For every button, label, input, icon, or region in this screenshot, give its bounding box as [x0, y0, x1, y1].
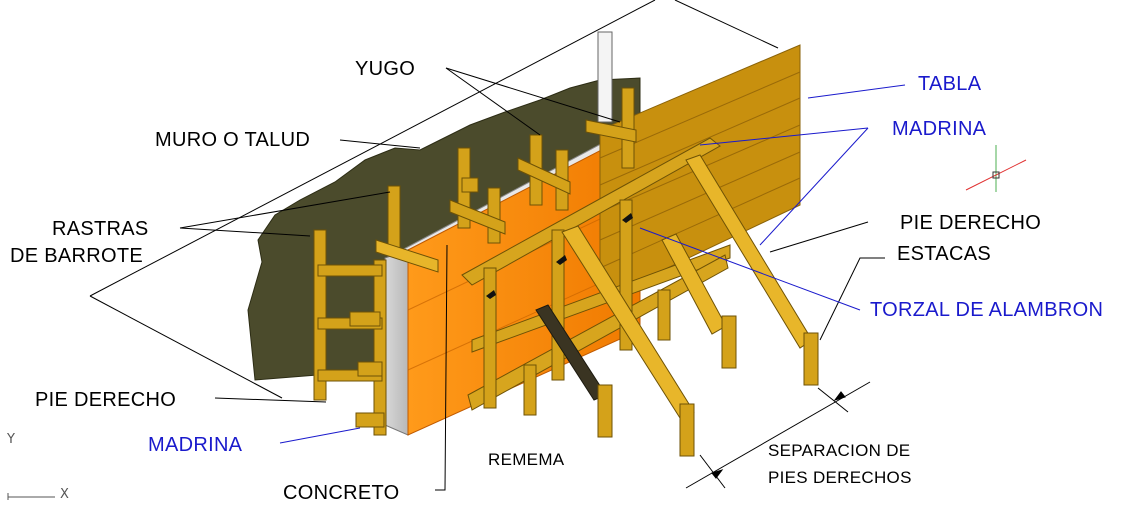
label-madrina-right: MADRINA — [892, 118, 987, 140]
label-rastras-1: RASTRAS — [52, 218, 149, 240]
label-separacion-2: PIES DERECHOS — [768, 468, 912, 487]
label-yugo: YUGO — [355, 58, 416, 80]
label-estacas: ESTACAS — [897, 243, 991, 265]
label-pie-derecho-right: PIE DERECHO — [900, 212, 1042, 234]
label-pie-derecho-left: PIE DERECHO — [35, 389, 177, 411]
leader-lines — [179, 67, 885, 491]
stakes — [597, 315, 819, 457]
ucs-axis-icon — [7, 493, 55, 500]
ucs-x-label: X — [60, 487, 69, 502]
label-muro-o-talud: MURO O TALUD — [155, 129, 311, 151]
label-concreto: CONCRETO — [283, 482, 400, 504]
label-madrina-left: MADRINA — [148, 434, 243, 456]
perspective-frame — [89, 0, 779, 399]
wire-ties — [486, 213, 633, 299]
braces — [561, 154, 813, 419]
top-ledge — [375, 239, 439, 273]
ucs-cursor — [965, 145, 1027, 192]
label-remema: REMEMA — [488, 450, 565, 469]
steel-rod — [597, 31, 613, 123]
label-separacion-1: SEPARACION DE — [768, 441, 911, 460]
leader-lines-blue — [279, 84, 906, 444]
ucs-y-label: Y — [7, 432, 15, 447]
yokes — [449, 87, 637, 244]
dimension-separacion — [685, 381, 871, 489]
concrete-edge — [384, 249, 409, 436]
ladder-rastras — [313, 185, 401, 436]
label-torzal: TORZAL DE ALAMBRON — [870, 299, 1104, 321]
label-rastras-2: DE BARROTE — [10, 245, 144, 267]
label-tabla: TABLA — [918, 73, 982, 95]
